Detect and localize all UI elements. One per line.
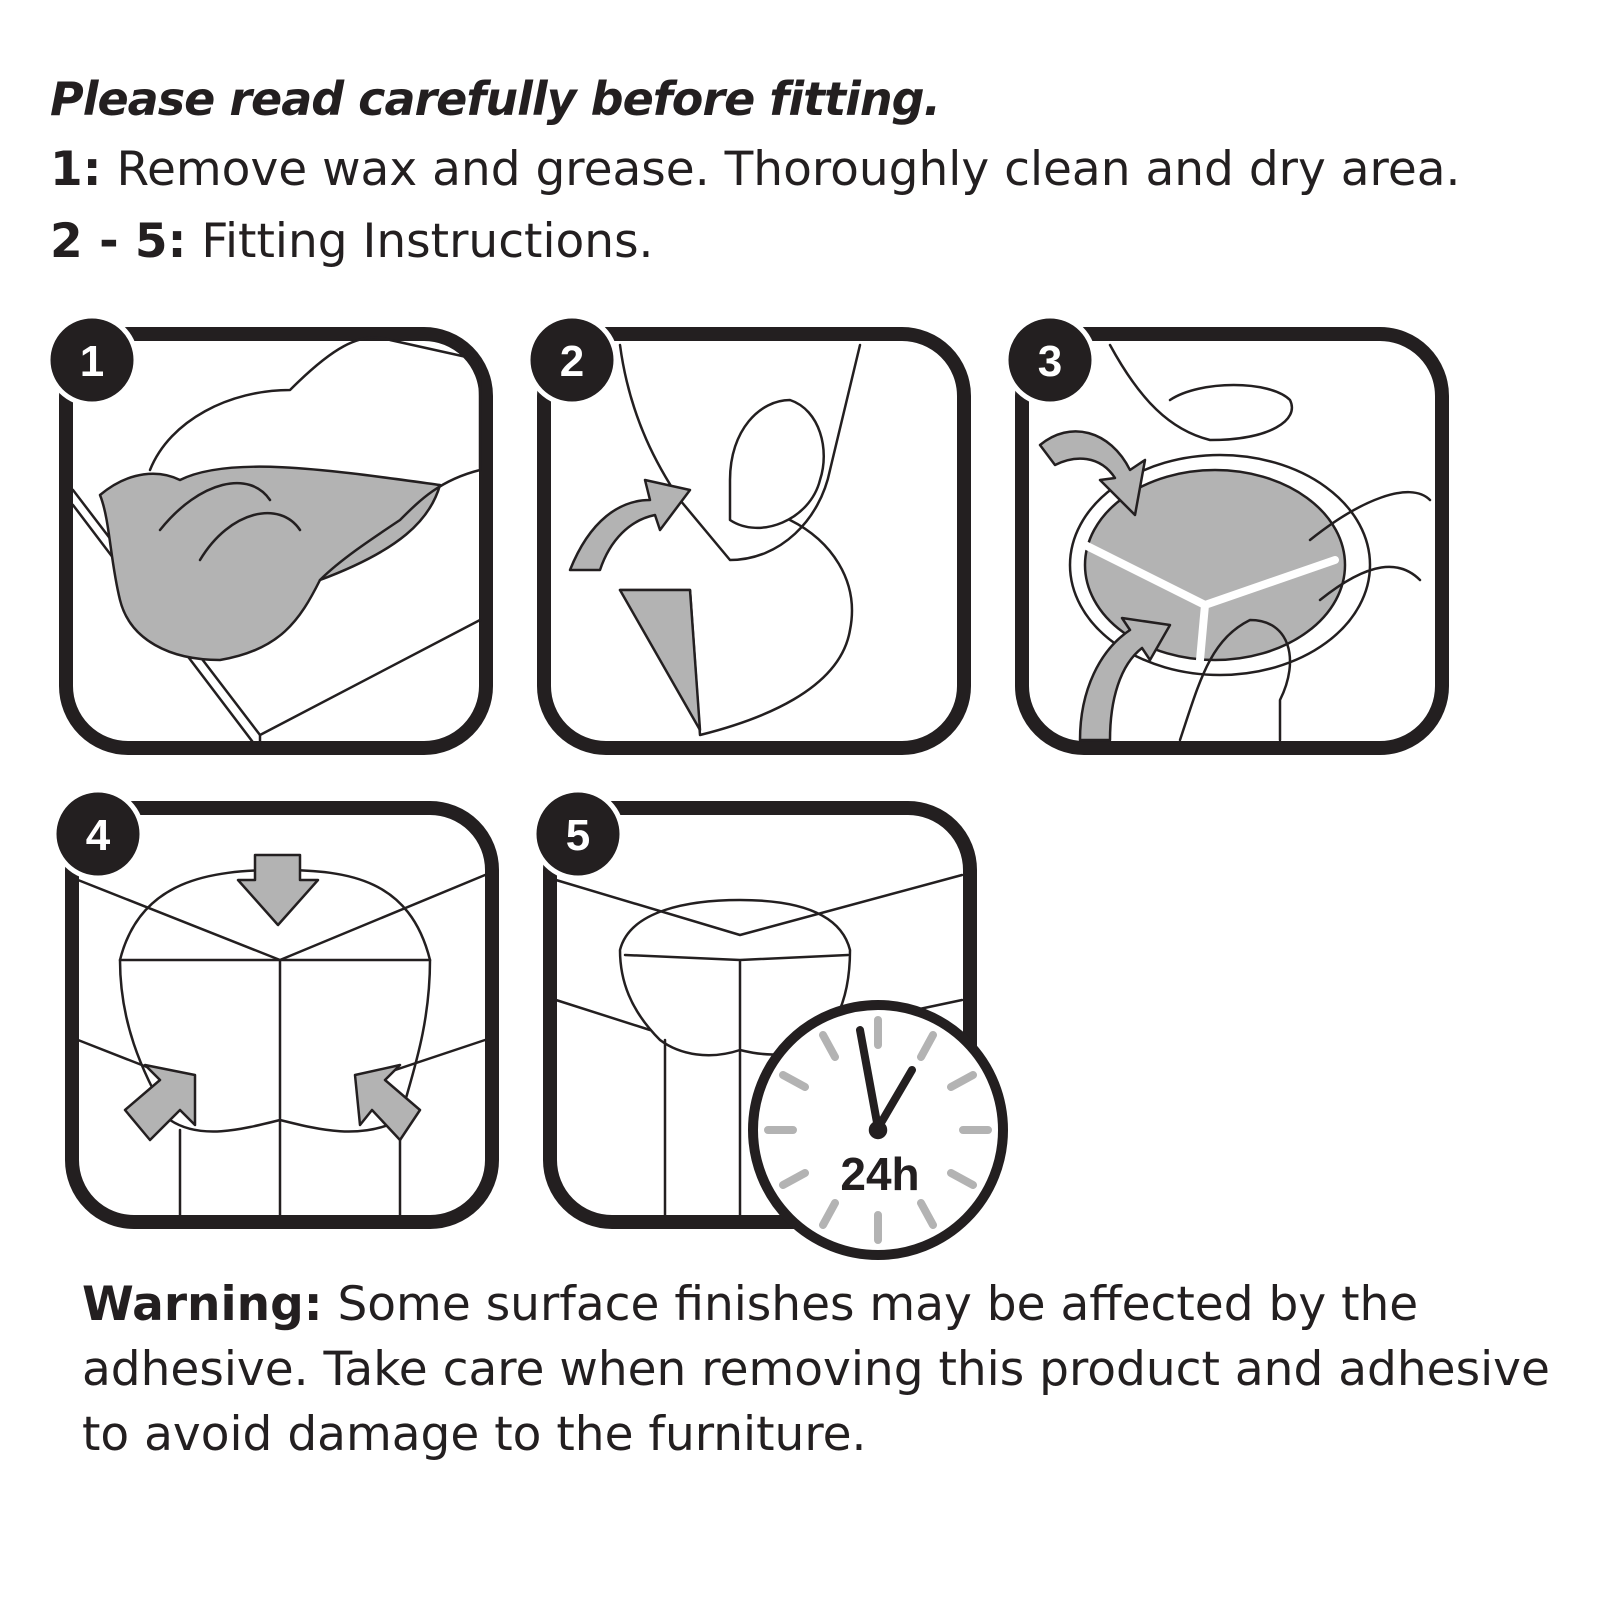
panel-2-peel-backing: [537, 327, 971, 755]
step-label: 1:: [50, 142, 102, 197]
instruction-step-1: 1: Remove wax and grease. Thoroughly cle…: [50, 142, 1460, 197]
svg-text:2: 2: [560, 337, 584, 386]
warning-text: Warning: Some surface finishes may be af…: [82, 1272, 1562, 1467]
step-badge-3: 3: [1003, 313, 1097, 407]
step-badge-1: 1: [45, 313, 139, 407]
step-label: 2 - 5:: [50, 214, 187, 269]
panel-5-wait-24h: [543, 801, 1008, 1260]
instruction-steps-2-5: 2 - 5: Fitting Instructions.: [50, 214, 654, 269]
step-badge-5: 5: [531, 787, 625, 881]
svg-text:4: 4: [86, 811, 111, 860]
page-title: Please read carefully before fitting.: [50, 72, 941, 126]
panel-4-press-corner: [65, 801, 499, 1229]
step-text: Fitting Instructions.: [186, 214, 654, 269]
step-badge-4: 4: [51, 787, 145, 881]
panel-1-clean-surface: [59, 327, 493, 755]
svg-text:5: 5: [566, 811, 590, 860]
step-text: Remove wax and grease. Thoroughly clean …: [101, 142, 1461, 197]
panel-3-apply-adhesive: [1015, 327, 1449, 755]
svg-text:1: 1: [80, 337, 104, 386]
svg-text:3: 3: [1038, 337, 1062, 386]
clock-label: 24h: [840, 1148, 919, 1200]
warning-body: Some surface finishes may be affected by…: [82, 1277, 1550, 1462]
step-badge-2: 2: [525, 313, 619, 407]
warning-label: Warning:: [82, 1277, 323, 1332]
clock-icon: [748, 1000, 1008, 1260]
